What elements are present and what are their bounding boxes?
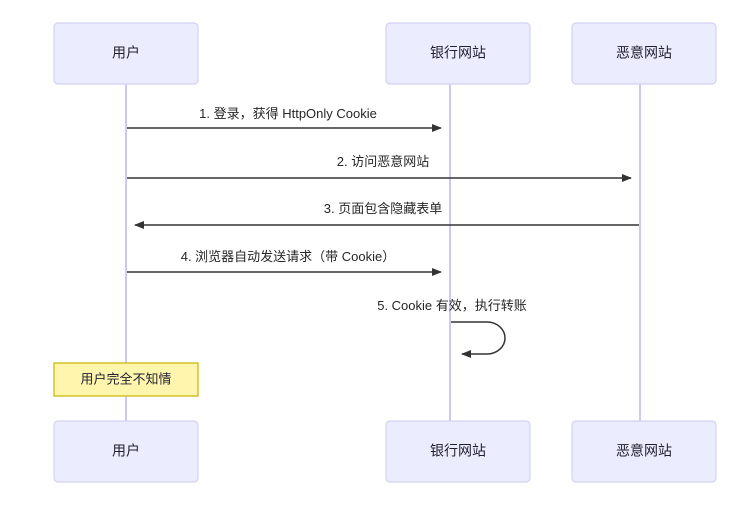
actor-box-evil[interactable]	[571, 22, 717, 85]
actor-header-evil[interactable]: 恶意网站	[571, 22, 717, 85]
actor-footer-evil[interactable]: 恶意网站	[571, 420, 717, 483]
message-4: 4. 浏览器自动发送请求（带 Cookie）	[127, 249, 442, 276]
actor-header-bank[interactable]: 银行网站	[385, 22, 531, 85]
message-5-self-loop-arrow	[451, 321, 506, 358]
message-3: 3. 页面包含隐藏表单	[134, 201, 639, 229]
actor-label-evil: 恶意网站	[616, 45, 672, 61]
actor-label-evil-bottom: 恶意网站	[616, 443, 672, 459]
message-4-label: 4. 浏览器自动发送请求（带 Cookie）	[181, 249, 396, 264]
message-5: 5. Cookie 有效，执行转账	[377, 298, 527, 358]
actor-box-evil-bottom[interactable]	[571, 420, 717, 483]
actor-box-user[interactable]	[53, 22, 199, 85]
actor-label-bank: 银行网站	[430, 45, 486, 61]
actor-label-bank-bottom: 银行网站	[430, 443, 486, 459]
message-1-label: 1. 登录，获得 HttpOnly Cookie	[199, 106, 377, 121]
note-box	[53, 362, 199, 397]
message-2: 2. 访问恶意网站	[127, 154, 632, 182]
actor-label-user: 用户	[112, 45, 140, 61]
actor-footer-user[interactable]: 用户	[53, 420, 199, 483]
actor-box-bank[interactable]	[385, 22, 531, 85]
actor-label-user-bottom: 用户	[112, 443, 140, 459]
message-1: 1. 登录，获得 HttpOnly Cookie	[127, 106, 442, 132]
actor-header-user[interactable]: 用户	[53, 22, 199, 85]
note-user-unaware: 用户完全不知情	[53, 362, 199, 397]
actor-box-bank-bottom[interactable]	[385, 420, 531, 483]
message-5-label: 5. Cookie 有效，执行转账	[377, 298, 527, 313]
actor-footer-bank[interactable]: 银行网站	[385, 420, 531, 483]
actor-box-user-bottom[interactable]	[53, 420, 199, 483]
message-3-label: 3. 页面包含隐藏表单	[324, 201, 442, 216]
note-label: 用户完全不知情	[80, 371, 171, 386]
message-2-label: 2. 访问恶意网站	[337, 154, 429, 169]
